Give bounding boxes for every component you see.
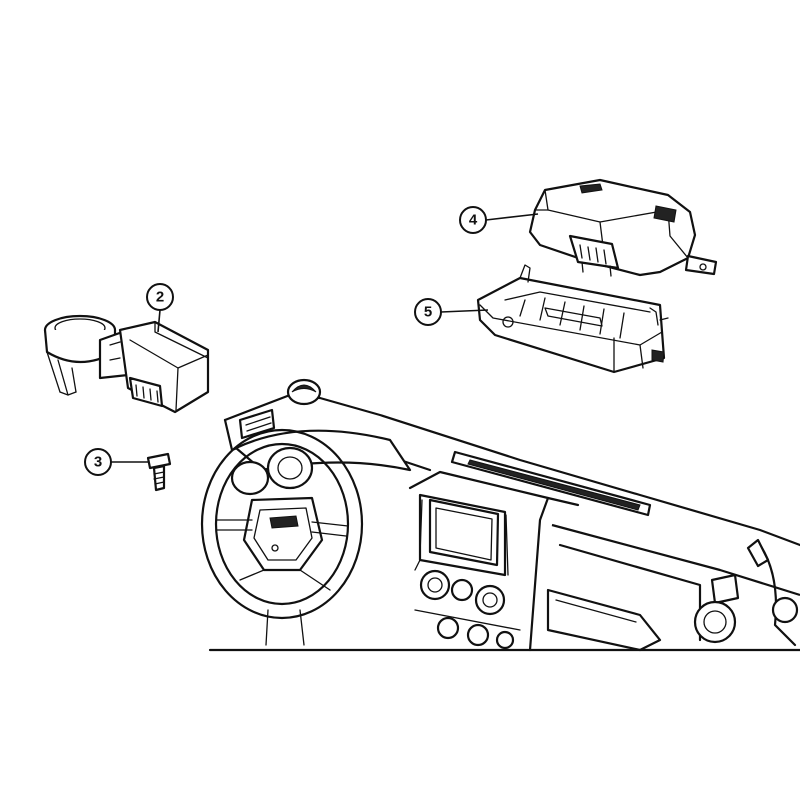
- control-module: [528, 178, 718, 277]
- mounting-screw: [146, 452, 172, 492]
- callout-3: 3: [84, 448, 148, 476]
- instrument-panel: [200, 378, 800, 652]
- callout-5-label: 5: [424, 304, 432, 321]
- cluster-module: [43, 314, 210, 414]
- module-bracket: [476, 264, 669, 374]
- callout-5: 5: [414, 298, 489, 326]
- callout-2-label: 2: [156, 289, 164, 306]
- callout-2: 2: [146, 283, 174, 333]
- callout-3-label: 3: [94, 454, 102, 471]
- callout-4-label: 4: [469, 212, 478, 229]
- callout-4: 4: [459, 206, 539, 234]
